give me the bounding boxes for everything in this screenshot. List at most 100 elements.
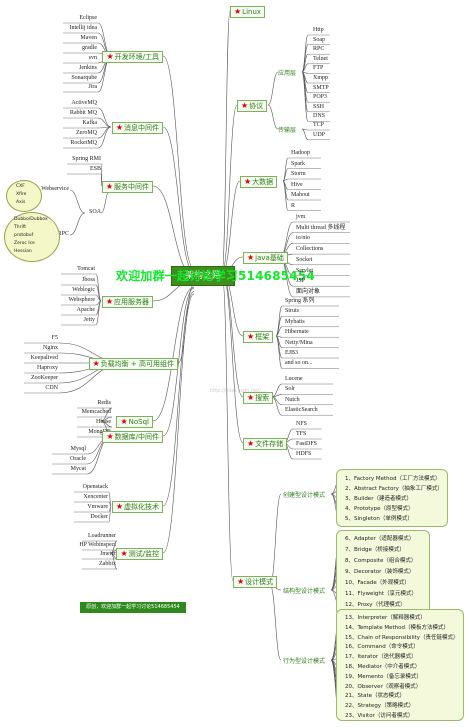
leaf-nosql: Memcached (81, 409, 111, 415)
leaf-mq: Kafka (82, 120, 97, 126)
branch-connector (152, 287, 195, 422)
branch-connector (221, 272, 244, 398)
pattern-group-label: 创建型设计模式 (283, 492, 326, 499)
leaf-soa: SOA (88, 209, 101, 215)
leaf-lb: Nginx (43, 345, 58, 351)
star-icon: ★ (234, 7, 242, 16)
leaf-java: io/nio (296, 235, 311, 242)
branch-label: 数据库/中间件 (114, 433, 159, 441)
pattern-item: 6、Adapter（适配器模式） (345, 536, 415, 542)
branch-framework: ★框架 (243, 331, 274, 343)
leaf-mq: RocketMQ (70, 140, 97, 146)
leaf-lb: ZooKeeper (31, 375, 58, 381)
rpc-item: Zeroc Ice (14, 241, 35, 246)
connector (301, 34, 309, 73)
leaf-java: 面向对象 (296, 288, 321, 295)
leaf-search: Nutch (285, 396, 300, 403)
star-icon: ★ (237, 577, 245, 586)
leaf-devtools: svn (88, 55, 97, 61)
star-icon: ★ (106, 52, 114, 61)
pattern-item: 21、State（状态模式） (345, 693, 406, 700)
branch-connector (152, 185, 195, 276)
star-icon: ★ (247, 393, 255, 402)
leaf-devtools: Maven (80, 35, 97, 41)
branch-label: 开发环境/工具 (114, 53, 159, 61)
branch-connector (221, 272, 234, 582)
leaf-test: Zabbix (99, 561, 116, 567)
leaf-protocol: RPC (313, 46, 325, 53)
leaf-fs: HDFS (296, 451, 312, 457)
star-icon: ★ (244, 177, 252, 186)
pattern-item: 23、Visitor（访问者模式） (345, 713, 414, 719)
pattern-group-label: 结构型设计模式 (283, 588, 326, 595)
star-icon: ★ (241, 101, 249, 110)
leaf-devtools: Eclipse (79, 15, 97, 21)
pattern-item: 22、Strategy（策略模式） (345, 703, 415, 710)
branch-label: 搜索 (255, 394, 270, 402)
leaf-protocol: UDP (313, 131, 326, 138)
leaf-search: Solr (285, 386, 296, 393)
leaf-service: ESB (89, 166, 101, 172)
leaf-db: Mycat (70, 466, 86, 472)
pattern-item: 11、Flyweight（享元模式） (345, 591, 417, 597)
leaf-protocol: SMTP (313, 84, 329, 91)
pattern-item: 14、Template Method（模板方法模式） (345, 624, 449, 631)
branch-connector (221, 104, 238, 274)
center-node: 架构之路 (171, 266, 235, 286)
leaf-bigdata: Hive (291, 181, 303, 188)
branch-connector (162, 291, 195, 507)
pattern-item: 18、Mediator（中介者模式） (345, 664, 421, 670)
pattern-item: 16、Command（命令模式） (345, 644, 419, 651)
pattern-item: 9、Decorator（装饰模式） (345, 569, 415, 575)
branch-mq: ★消息中间件 (111, 122, 163, 134)
leaf-connector (271, 383, 283, 398)
leaf-virt: Xencenter (83, 494, 108, 500)
leaf-framework: Hibernate (285, 329, 309, 336)
leaf-mq: Rabbit MQ (69, 110, 97, 116)
branch-db: ★数据库/中间件 (102, 431, 163, 443)
leaf-protocol: Http (313, 27, 324, 33)
branch-connector (162, 287, 195, 437)
star-icon: ★ (115, 123, 123, 132)
leaf-lb: Haproxy (37, 365, 58, 371)
leaf-fs: TFS (296, 431, 307, 437)
leaf-devtools: Sonarqube (71, 75, 97, 81)
leaf-framework: Spring 系列 (285, 298, 315, 304)
leaf-db: Oracle (70, 456, 86, 462)
leaf-virt: Openstack (82, 484, 108, 490)
star-icon: ★ (247, 439, 255, 448)
leaf-connector (97, 117, 112, 128)
leaf-fs: NFS (296, 421, 308, 427)
leaf-connector (100, 189, 111, 214)
branch-java: ★java基础 (243, 252, 288, 264)
pattern-item: 7、Bridge（桥接模式） (345, 547, 405, 553)
star-icon: ★ (120, 417, 128, 426)
leaf-appserver: Websphere (68, 297, 95, 303)
protocol-app-label: 应用层 (278, 70, 297, 77)
leaf-protocol: FTP (313, 65, 324, 72)
leaf-connector (275, 335, 283, 369)
pattern-item: 1、Factory Method（工厂方法模式） (345, 476, 441, 482)
leaf-protocol: DNS (313, 113, 326, 120)
branch-label: 负载均衡 + 高可用组件 (100, 360, 174, 368)
leaf-java: Multi thread 多线程 (296, 224, 346, 231)
branch-label: 设计模式 (245, 578, 274, 586)
branch-search: ★搜索 (243, 392, 274, 404)
pattern-group-label: 行为型设计模式 (283, 658, 326, 665)
branch-label: 测试/监控 (128, 550, 159, 558)
leaf-nosql: Redis (97, 400, 111, 406)
rpc-cloud (4, 212, 60, 262)
branch-connector (221, 10, 231, 274)
branch-fs: ★文件存储 (243, 438, 288, 450)
branch-lb: ★负载均衡 + 高可用组件 (88, 358, 178, 370)
leaf-virt: Docker (90, 514, 108, 520)
leaf-service: Spring RMI (72, 156, 101, 162)
branch-label: NoSql (128, 418, 149, 426)
group-connector (269, 493, 282, 586)
leaf-framework: EJB3 (285, 350, 299, 356)
leaf-lb: CDN (45, 385, 58, 391)
leaf-bigdata: Hadoop (291, 150, 310, 156)
leaf-connector (100, 173, 103, 187)
branch-nosql: ★NoSql (116, 416, 153, 428)
leaf-nosql: MongDB (88, 429, 111, 435)
